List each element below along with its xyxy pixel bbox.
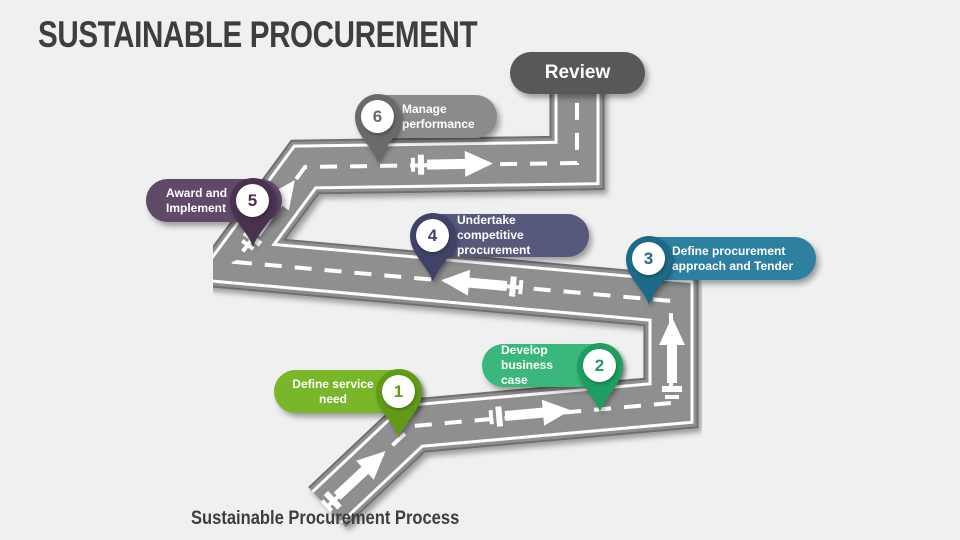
step-2-develop-business-case: Develop business case 2 xyxy=(482,343,623,412)
step-1-define-service-need: Define service need 1 xyxy=(274,369,422,438)
step-label-line: Define procurement xyxy=(672,243,786,258)
step-1-number-badge: 1 xyxy=(382,375,415,408)
step-2-number-badge: 2 xyxy=(583,349,616,382)
step-label-line: performance xyxy=(402,116,475,131)
step-label-line: Develop xyxy=(501,343,548,357)
step-3-define-procurement-approach: Define procurement approach and Tender 3 xyxy=(626,236,816,305)
slide-caption: Sustainable Procurement Process xyxy=(191,508,460,529)
step-label-line: Award and xyxy=(166,185,228,200)
step-label-line: Manage xyxy=(402,101,447,116)
step-label-line: procurement xyxy=(457,243,531,257)
step-label-line: Implement xyxy=(166,200,227,215)
step-label-line: Undertake competitive xyxy=(457,213,524,242)
step-5-award-and-implement: Award and Implement 5 xyxy=(146,178,282,247)
step-label-line: need xyxy=(318,391,347,406)
step-6-manage-performance: Manage performance 6 xyxy=(355,94,497,163)
review-pill: Review xyxy=(510,52,645,94)
step-label-line: Define service xyxy=(292,376,374,391)
step-label-line: business case xyxy=(501,358,554,387)
step-4-undertake-competitive-procurement: Undertake competitive procurement 4 xyxy=(410,213,589,282)
step-label-line: approach and Tender xyxy=(672,258,794,273)
step-4-number-badge: 4 xyxy=(416,219,449,252)
review-label: Review xyxy=(544,62,611,83)
step-6-number-badge: 6 xyxy=(361,100,394,133)
step-3-number-badge: 3 xyxy=(632,242,665,275)
slide-title: SUSTAINABLE PROCUREMENT xyxy=(38,14,478,55)
step-5-number-badge: 5 xyxy=(236,184,269,217)
